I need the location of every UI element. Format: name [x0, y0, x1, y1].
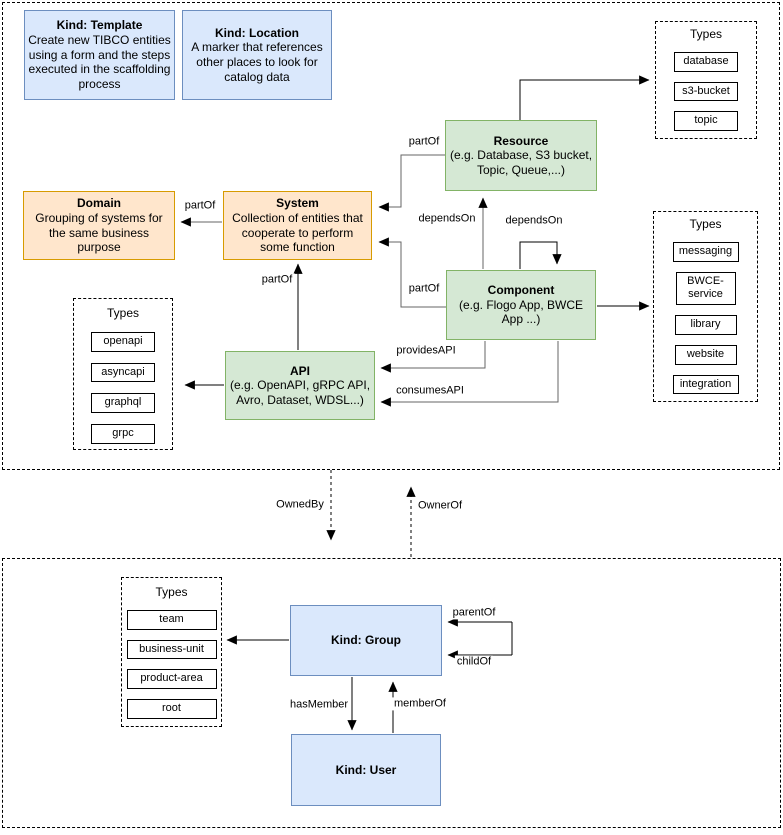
- edge-component-partof-system: [378, 237, 446, 308]
- template-desc: Create new TIBCO entities using a form a…: [28, 33, 171, 91]
- type-item-library: library: [674, 315, 737, 335]
- component-title: Component: [487, 283, 555, 298]
- type-item-database: database: [674, 51, 738, 72]
- component-types-group: Types messaging BWCE-service library web…: [653, 211, 758, 402]
- api-types-group: Types openapi asyncapi graphql grpc: [73, 298, 173, 450]
- domain-node: Domain Grouping of systems for the same …: [23, 191, 175, 260]
- system-title: System: [276, 196, 319, 211]
- domain-desc: Grouping of systems for the same busines…: [35, 210, 163, 255]
- user-title: Kind: User: [335, 762, 397, 777]
- user-node: Kind: User: [291, 734, 441, 806]
- edge-resource-to-types: [519, 75, 650, 120]
- type-item-website: website: [674, 344, 737, 365]
- type-item-grpc: grpc: [91, 424, 155, 444]
- edge-label-hasmember: hasMember: [287, 698, 351, 712]
- edge-label-ownedby: OwnedBy: [274, 498, 326, 512]
- edge-component-providesapi: [380, 341, 486, 373]
- edge-label-dependson-self: dependsOn: [503, 214, 565, 228]
- type-item-s3-bucket: s3-bucket: [674, 81, 738, 102]
- template-node: Kind: Template Create new TIBCO entities…: [24, 10, 175, 100]
- edge-label-ownerof: OwnerOf: [415, 499, 465, 513]
- system-node: System Collection of entities that coope…: [223, 191, 372, 260]
- api-node: API (e.g. OpenAPI, gRPC API, Avro, Datas…: [225, 351, 375, 420]
- resource-types-group: Types database s3-bucket topic: [655, 21, 757, 139]
- type-item-graphql: graphql: [91, 393, 155, 414]
- type-item-team: team: [126, 609, 217, 630]
- edge-label-dependson-resource: dependsOn: [416, 212, 478, 226]
- type-item-asyncapi: asyncapi: [91, 362, 155, 383]
- location-node: Kind: Location A marker that references …: [182, 10, 332, 100]
- resource-desc: (e.g. Database, S3 bucket, Topic, Queue,…: [449, 148, 593, 177]
- resource-node: Resource (e.g. Database, S3 bucket, Topi…: [445, 120, 597, 191]
- api-title: API: [289, 363, 310, 378]
- component-node: Component (e.g. Flogo App, BWCE App ...): [446, 270, 596, 340]
- edge-component-consumesapi: [380, 341, 559, 407]
- group-node: Kind: Group: [290, 605, 442, 676]
- location-title: Kind: Location: [215, 25, 299, 40]
- type-item-openapi: openapi: [91, 331, 155, 352]
- location-desc: A marker that references other places to…: [191, 40, 323, 84]
- component-types-heading: Types: [689, 217, 722, 231]
- system-desc: Collection of entities that cooperate to…: [232, 210, 363, 255]
- type-item-bwce-service: BWCE-service: [675, 271, 736, 306]
- group-types-group: Types team business-unit product-area ro…: [121, 577, 222, 727]
- type-item-business-unit: business-unit: [126, 639, 217, 660]
- edge-label-partof-api-system: partOf: [259, 273, 295, 287]
- resource-title: Resource: [493, 133, 549, 148]
- edge-component-dependson-self: [519, 241, 562, 269]
- group-title: Kind: Group: [331, 633, 401, 648]
- type-item-messaging: messaging: [672, 241, 739, 262]
- type-item-topic: topic: [674, 111, 738, 132]
- domain-title: Domain: [76, 196, 121, 211]
- edge-label-consumesapi: consumesAPI: [394, 384, 466, 398]
- component-desc: (e.g. Flogo App, BWCE App ...): [458, 297, 584, 327]
- type-item-integration: integration: [672, 374, 739, 395]
- resource-types-heading: Types: [689, 27, 722, 41]
- organization-section: [2, 558, 781, 828]
- edge-label-memberof: memberOf: [392, 697, 448, 711]
- type-item-root: root: [126, 699, 217, 719]
- edge-label-childof: childOf: [454, 655, 494, 669]
- edge-label-partof-component-system: partOf: [406, 282, 442, 296]
- edge-label-providesapi: providesAPI: [394, 344, 458, 358]
- api-types-heading: Types: [106, 306, 139, 320]
- edge-label-partof-system-domain: partOf: [182, 199, 218, 213]
- catalog-entities-section: [2, 2, 780, 470]
- api-desc: (e.g. OpenAPI, gRPC API, Avro, Dataset, …: [229, 378, 371, 407]
- edge-label-partof-resource-system: partOf: [406, 135, 442, 149]
- group-types-heading: Types: [155, 585, 188, 599]
- template-title: Kind: Template: [56, 18, 143, 33]
- type-item-product-area: product-area: [126, 669, 217, 690]
- edge-resource-partof-system: [378, 154, 445, 212]
- edge-label-parentof: parentOf: [450, 606, 498, 620]
